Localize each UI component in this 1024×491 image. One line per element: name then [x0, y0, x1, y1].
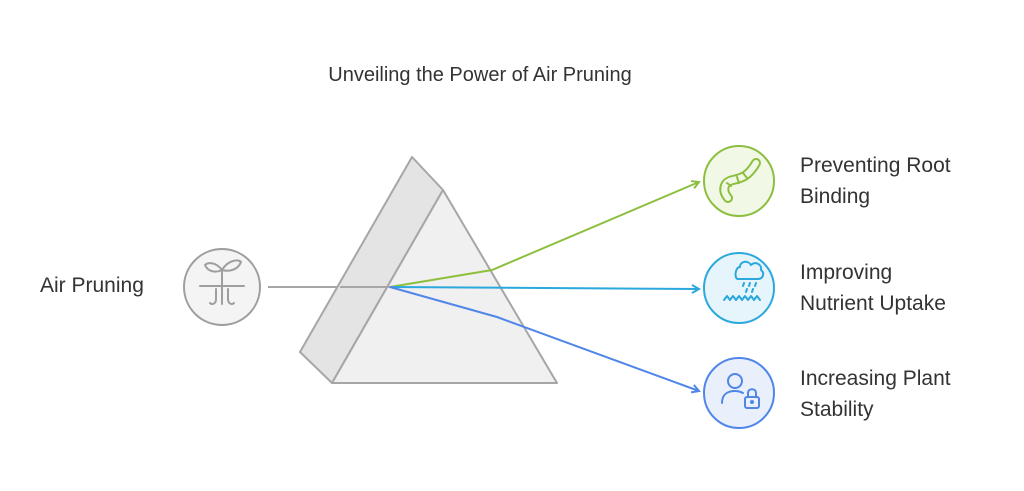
prism [299, 156, 558, 384]
output-node-increasing-plant-stability [703, 357, 775, 429]
output-label-improving-nutrient-uptake: Improving Nutrient Uptake [800, 257, 1015, 319]
input-label: Air Pruning [40, 274, 144, 297]
output-label-preventing-root-binding: Preventing Root Binding [800, 150, 1015, 212]
user-lock-icon [721, 373, 760, 409]
worm-icon [719, 158, 761, 203]
ray-improving-nutrient-uptake [389, 287, 699, 289]
ray-increasing-plant-stability [389, 286, 699, 391]
input-node [183, 248, 261, 326]
output-node-improving-nutrient-uptake [703, 252, 775, 324]
output-label-line1: Increasing Plant [800, 367, 951, 390]
output-label-line2: Nutrient Uptake [800, 292, 946, 315]
sprout-roots-icon [199, 259, 245, 305]
output-label-line1: Improving [800, 261, 893, 284]
output-label-line1: Preventing Root [800, 154, 951, 177]
ray-preventing-root-binding [389, 182, 699, 288]
diagram-title: Unveiling the Power of Air Pruning [328, 64, 632, 86]
output-label-line2: Stability [800, 398, 874, 421]
output-label-increasing-plant-stability: Increasing Plant Stability [800, 363, 1015, 425]
rain-cloud-icon [723, 260, 765, 301]
output-node-preventing-root-binding [703, 145, 775, 217]
output-label-line2: Binding [800, 185, 871, 208]
